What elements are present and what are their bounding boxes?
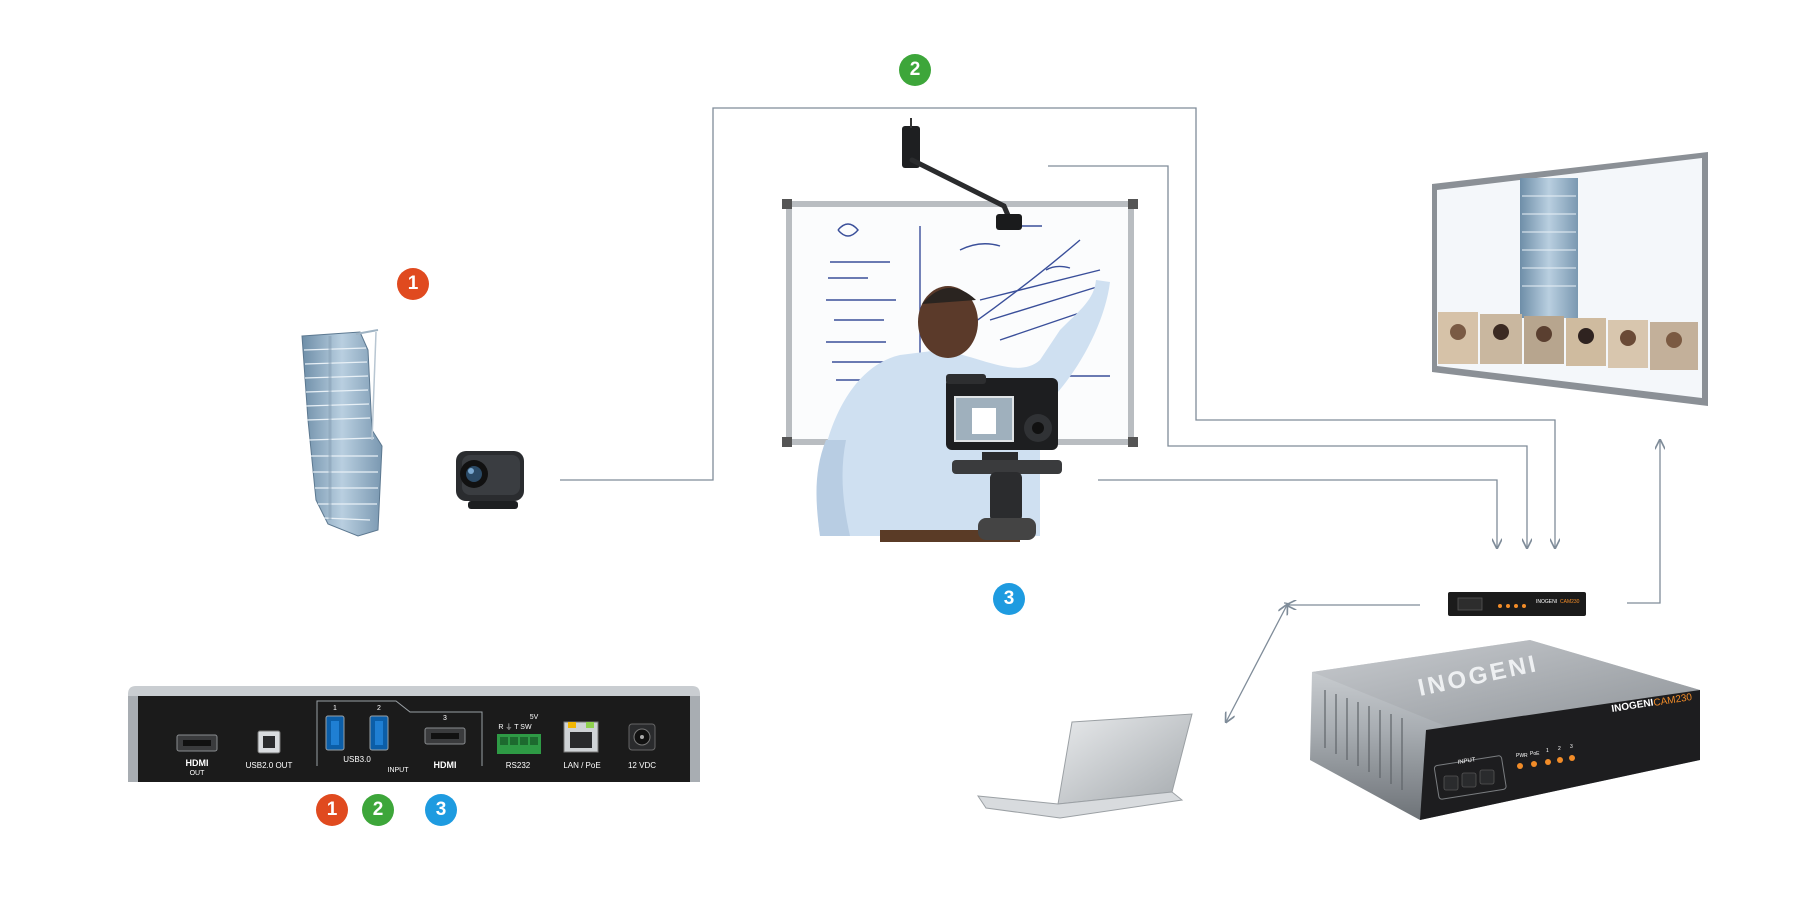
badge-port-1: 1 (316, 794, 348, 826)
usb3-port2-number: 2 (377, 705, 381, 712)
capture-device-icon: INOGENI INOGENI CAM230 INPUT PWR PoE 1 2… (1310, 640, 1700, 820)
usb-camera-icon (456, 451, 524, 509)
badge-input-3: 3 (993, 583, 1025, 615)
device-poe-label: PoE (1530, 751, 1540, 757)
line-to-laptop (1284, 602, 1291, 605)
line-dslr-camera (1098, 479, 1497, 548)
lan-label: LAN / PoE (563, 761, 600, 770)
line-to-display (1627, 440, 1660, 604)
connection-lines (560, 107, 1660, 722)
small-device-brand: INOGENI (1536, 599, 1557, 605)
video-participants (1438, 312, 1698, 370)
hdmi-in-port-number: 3 (443, 715, 447, 722)
lan-port (563, 721, 599, 753)
badge-input-1: 1 (397, 268, 429, 300)
document-camera-icon (902, 118, 1022, 230)
badge-port-3: 3 (425, 794, 457, 826)
rs232-5v-label: 5V (530, 714, 539, 721)
usb3-port1-number: 1 (333, 705, 337, 712)
device-led3-label: 3 (1570, 744, 1573, 750)
display-screen-icon (1432, 152, 1708, 406)
dslr-camera-icon (946, 374, 1062, 540)
line-document-camera (1048, 165, 1527, 548)
architecture-model-image (301, 329, 383, 537)
usb3-label: USB3.0 (343, 755, 371, 764)
device-led1-label: 1 (1546, 748, 1549, 754)
hdmi-in-logo: HDMI (434, 760, 457, 770)
rear-panel: HDMI OUT USB2.0 OUT 1 2 3 USB3.0 INPUT H… (128, 686, 700, 782)
device-input-buttons (1443, 769, 1495, 791)
input-group-outline (316, 700, 483, 766)
usb3-port-1 (325, 715, 345, 751)
rs232-terminal (497, 734, 541, 754)
dc-label: 12 VDC (628, 761, 656, 770)
usb2-label: USB2.0 OUT (246, 761, 293, 770)
badge-port-2: 2 (362, 794, 394, 826)
device-status-leds (1517, 755, 1575, 769)
line-usb-camera (560, 107, 1555, 548)
usb2-port (257, 730, 281, 754)
laptop-icon (976, 713, 1193, 819)
hdmi-out-sub: OUT (190, 770, 206, 777)
input-label: INPUT (388, 767, 410, 774)
hdmi-out-logo: HDMI (186, 758, 209, 768)
device-pwr-label: PWR (1516, 753, 1528, 759)
small-device-model: CAM230 (1560, 599, 1580, 605)
device-led2-label: 2 (1558, 746, 1561, 752)
hdmi-in-port (424, 727, 466, 745)
hdmi-out-port (176, 734, 218, 752)
dc-power-port (628, 723, 656, 751)
device-input-label: INPUT (1457, 757, 1476, 766)
line-device-laptop (1226, 605, 1287, 722)
usb3-port-2 (369, 715, 389, 751)
badge-input-2: 2 (899, 54, 931, 86)
capture-device-small: INOGENI CAM230 (1448, 592, 1586, 616)
rs232-label: RS232 (506, 761, 531, 770)
rs232-pin-labels: R ⏚ T SW (498, 723, 532, 731)
